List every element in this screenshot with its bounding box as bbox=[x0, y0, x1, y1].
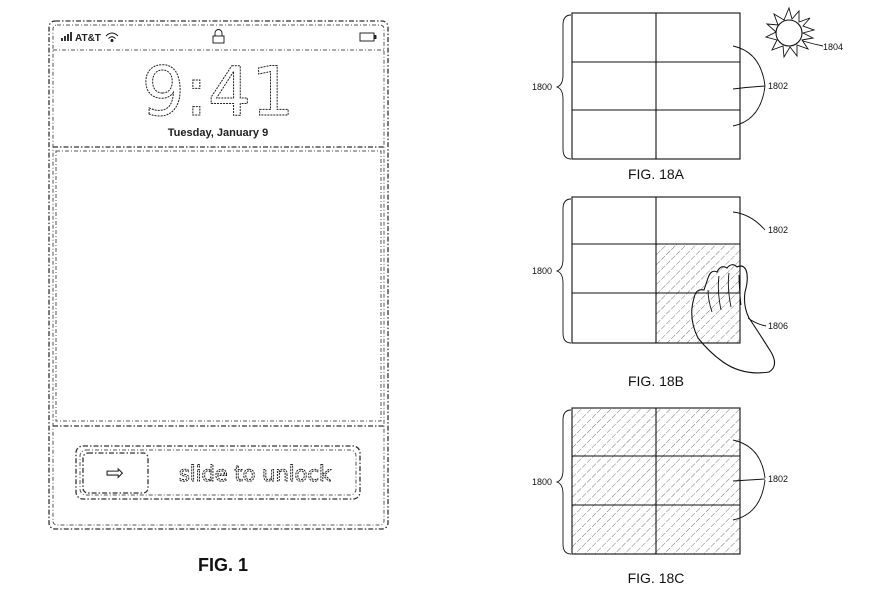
grid-brace bbox=[555, 14, 572, 160]
sun-icon bbox=[764, 6, 816, 59]
figure-18c-label: FIG. 18C bbox=[628, 570, 685, 586]
figure-18b-label: FIG. 18B bbox=[628, 373, 684, 389]
figure-18a-label: FIG. 18A bbox=[628, 166, 685, 182]
touch-label: 1806 bbox=[768, 321, 788, 331]
figure-18c: 1800 1802 FIG. 18C bbox=[532, 407, 788, 586]
screen-content-area bbox=[55, 150, 382, 422]
clock: 9:41 bbox=[142, 53, 295, 132]
carrier-name: AT&T bbox=[75, 33, 101, 44]
slider-label: slide to unlock bbox=[179, 462, 332, 486]
region-label: 1802 bbox=[768, 474, 788, 484]
unlock-slider[interactable]: ⇨ slide to unlock bbox=[75, 445, 361, 500]
figure-18a: 1800 1802 1804 FIG. 18A bbox=[532, 6, 843, 182]
light-source-label: 1804 bbox=[823, 42, 843, 52]
signal-bars-icon bbox=[61, 32, 72, 41]
arrow-right-icon: ⇨ bbox=[106, 460, 124, 485]
phone-frame bbox=[48, 20, 389, 530]
grid-label: 1800 bbox=[532, 82, 552, 92]
battery-icon bbox=[359, 32, 377, 42]
status-bar: AT&T bbox=[61, 29, 377, 44]
figure-18b: 1800 1802 1806 FIG. 18B bbox=[532, 196, 788, 389]
hand-icon bbox=[691, 264, 776, 374]
wifi-icon bbox=[105, 32, 119, 42]
lock-icon bbox=[212, 29, 225, 44]
figure-1-label: FIG. 1 bbox=[198, 555, 248, 575]
phone-lock-screen: AT&T 9:41 Tuesday, January 9 bbox=[48, 20, 389, 575]
grid-label: 1800 bbox=[532, 266, 552, 276]
slider-knob[interactable]: ⇨ bbox=[82, 452, 149, 494]
grid-label: 1800 bbox=[532, 477, 552, 487]
region-label: 1802 bbox=[768, 81, 788, 91]
region-label: 1802 bbox=[768, 225, 788, 235]
date-label: Tuesday, January 9 bbox=[168, 127, 268, 139]
